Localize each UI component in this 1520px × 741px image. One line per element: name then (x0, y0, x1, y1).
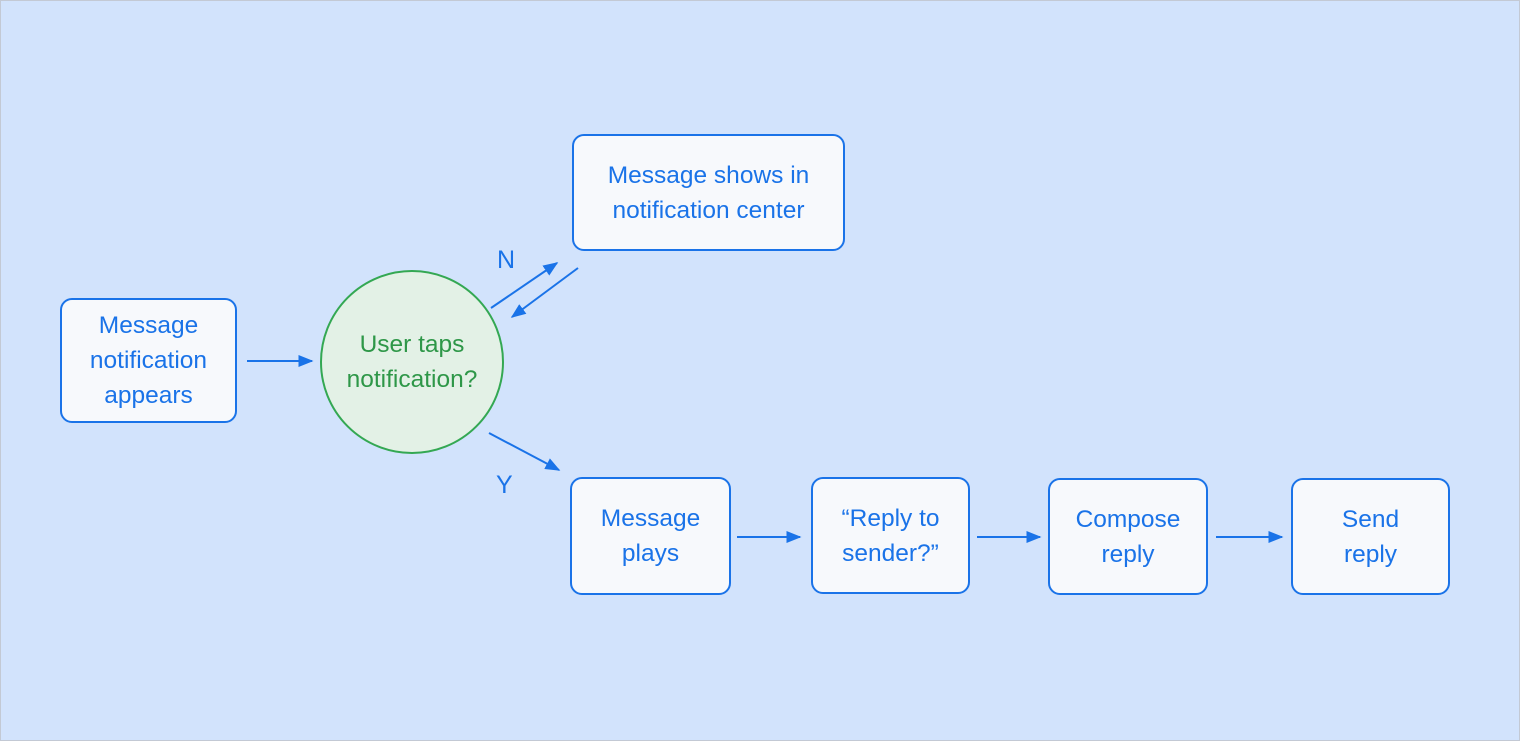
node-message-shows-in-notification-center: Message shows in notification center (572, 134, 845, 251)
node-user-taps-notification-decision: User taps notification? (320, 270, 504, 454)
node-message-notification-appears: Message notification appears (60, 298, 237, 423)
node-message-plays: Message plays (570, 477, 731, 595)
node-send-reply: Send reply (1291, 478, 1450, 595)
edge-notification-center-to-decision (510, 267, 579, 318)
edge-label-yes: Y (496, 471, 513, 499)
node-compose-reply: Compose reply (1048, 478, 1208, 595)
edge-label-no: N (497, 246, 516, 274)
edge-decision-to-message-plays (488, 432, 561, 471)
node-reply-to-sender: “Reply to sender?” (811, 477, 970, 594)
